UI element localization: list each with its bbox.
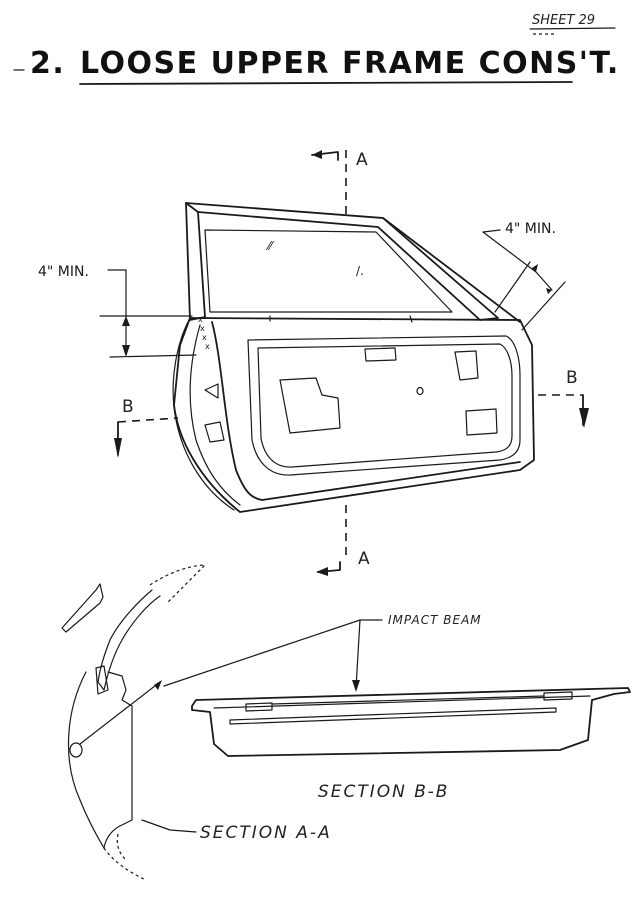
section-b-label-left: B bbox=[122, 397, 134, 417]
section-bb-drawing: SECTION B-B bbox=[191, 687, 631, 802]
dimension-right-label: 4" MIN. bbox=[505, 221, 556, 237]
title-number: 2. bbox=[30, 46, 65, 81]
section-line-a: A A bbox=[311, 150, 370, 576]
sheet-number: SHEET 29 bbox=[532, 13, 595, 28]
hinge-lower bbox=[204, 421, 225, 443]
page-title: LOOSE UPPER FRAME CONS'T. bbox=[80, 46, 620, 81]
dimension-left-label: 4" MIN. bbox=[38, 264, 89, 280]
section-aa-label: SECTION A-A bbox=[200, 823, 332, 843]
section-a-label-bottom: A bbox=[358, 549, 370, 569]
frame-fastener-marks: x x x x bbox=[198, 315, 210, 351]
section-aa-drawing: SECTION A-A bbox=[61, 564, 332, 881]
dimension-right: 4" MIN. bbox=[482, 221, 566, 331]
section-line-b: B B bbox=[114, 368, 589, 458]
title-underline bbox=[79, 81, 573, 85]
window-mark-2: /. bbox=[356, 264, 364, 278]
section-bb-label: SECTION B-B bbox=[318, 782, 449, 802]
svg-text:x: x bbox=[205, 342, 210, 351]
access-hole-left bbox=[279, 377, 341, 434]
section-a-label-top: A bbox=[356, 150, 368, 170]
sheet-underline bbox=[529, 27, 616, 30]
window-mark-1: ⁄⁄ bbox=[265, 239, 275, 253]
access-hole-upper-right bbox=[454, 350, 479, 381]
svg-text:x: x bbox=[202, 333, 207, 342]
impact-beam-label: IMPACT BEAM bbox=[388, 613, 482, 627]
door-upper-frame: ⁄⁄ /. x x x x bbox=[185, 202, 521, 351]
section-b-label-right: B bbox=[566, 368, 578, 388]
door-panel bbox=[172, 315, 535, 513]
dimension-left: 4" MIN. bbox=[38, 264, 197, 358]
handle-opening bbox=[364, 347, 397, 362]
svg-text:x: x bbox=[198, 315, 203, 324]
impact-beam-callout: IMPACT BEAM bbox=[163, 613, 482, 692]
hinge-mark bbox=[204, 383, 219, 399]
access-hole-lower-right bbox=[465, 408, 498, 436]
small-hole bbox=[416, 386, 424, 396]
svg-text:x: x bbox=[200, 324, 205, 333]
